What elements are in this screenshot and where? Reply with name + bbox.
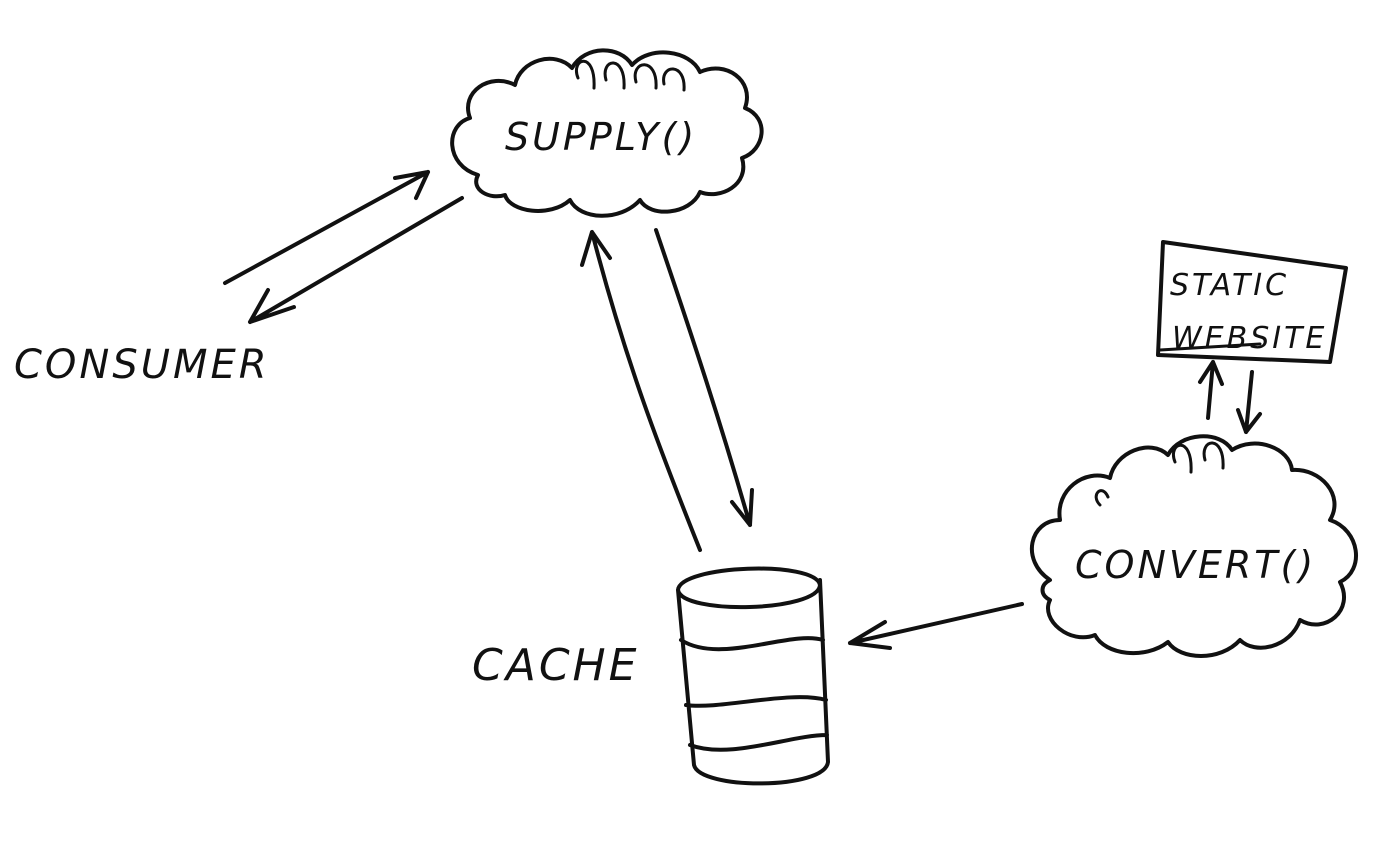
arrow-convert-to-website (1198, 360, 1224, 420)
arrow-website-to-convert (1236, 370, 1262, 434)
convert-label: CONVERT() (1075, 543, 1316, 587)
convert-website-arrows (1198, 360, 1262, 434)
supply-label: SUPPLY() (505, 115, 697, 159)
supply-cloud-shape (450, 48, 764, 218)
supply-cache-arrows (580, 228, 754, 552)
arrow-supply-to-cache (654, 228, 754, 527)
consumer-supply-arrows (223, 170, 464, 324)
arrow-convert-to-cache (848, 602, 1024, 650)
supply-cloud-curls (575, 59, 686, 92)
consumer-label: CONSUMER (14, 342, 270, 388)
static-website-box (1156, 240, 1348, 364)
static-website-node: STATIC WEBSITE (1156, 240, 1348, 364)
cache-label: CACHE (472, 640, 639, 691)
convert-cloud-shape (1030, 434, 1358, 658)
convert-cloud-curls (1094, 441, 1225, 507)
arrow-supply-to-consumer (248, 196, 464, 324)
supply-node: SUPPLY() (450, 48, 764, 218)
convert-node: CONVERT() (1030, 434, 1358, 658)
cache-node: CACHE (472, 566, 830, 786)
arrow-cache-to-supply (580, 230, 702, 552)
convert-cache-arrow (848, 602, 1024, 650)
static-website-label-line2: WEBSITE (1172, 321, 1327, 356)
consumer-node: CONSUMER (14, 342, 270, 388)
cache-cylinder (676, 566, 830, 786)
static-website-underline (1158, 342, 1262, 352)
arrow-consumer-to-supply (223, 170, 430, 285)
static-website-label-line1: STATIC (1170, 268, 1289, 303)
